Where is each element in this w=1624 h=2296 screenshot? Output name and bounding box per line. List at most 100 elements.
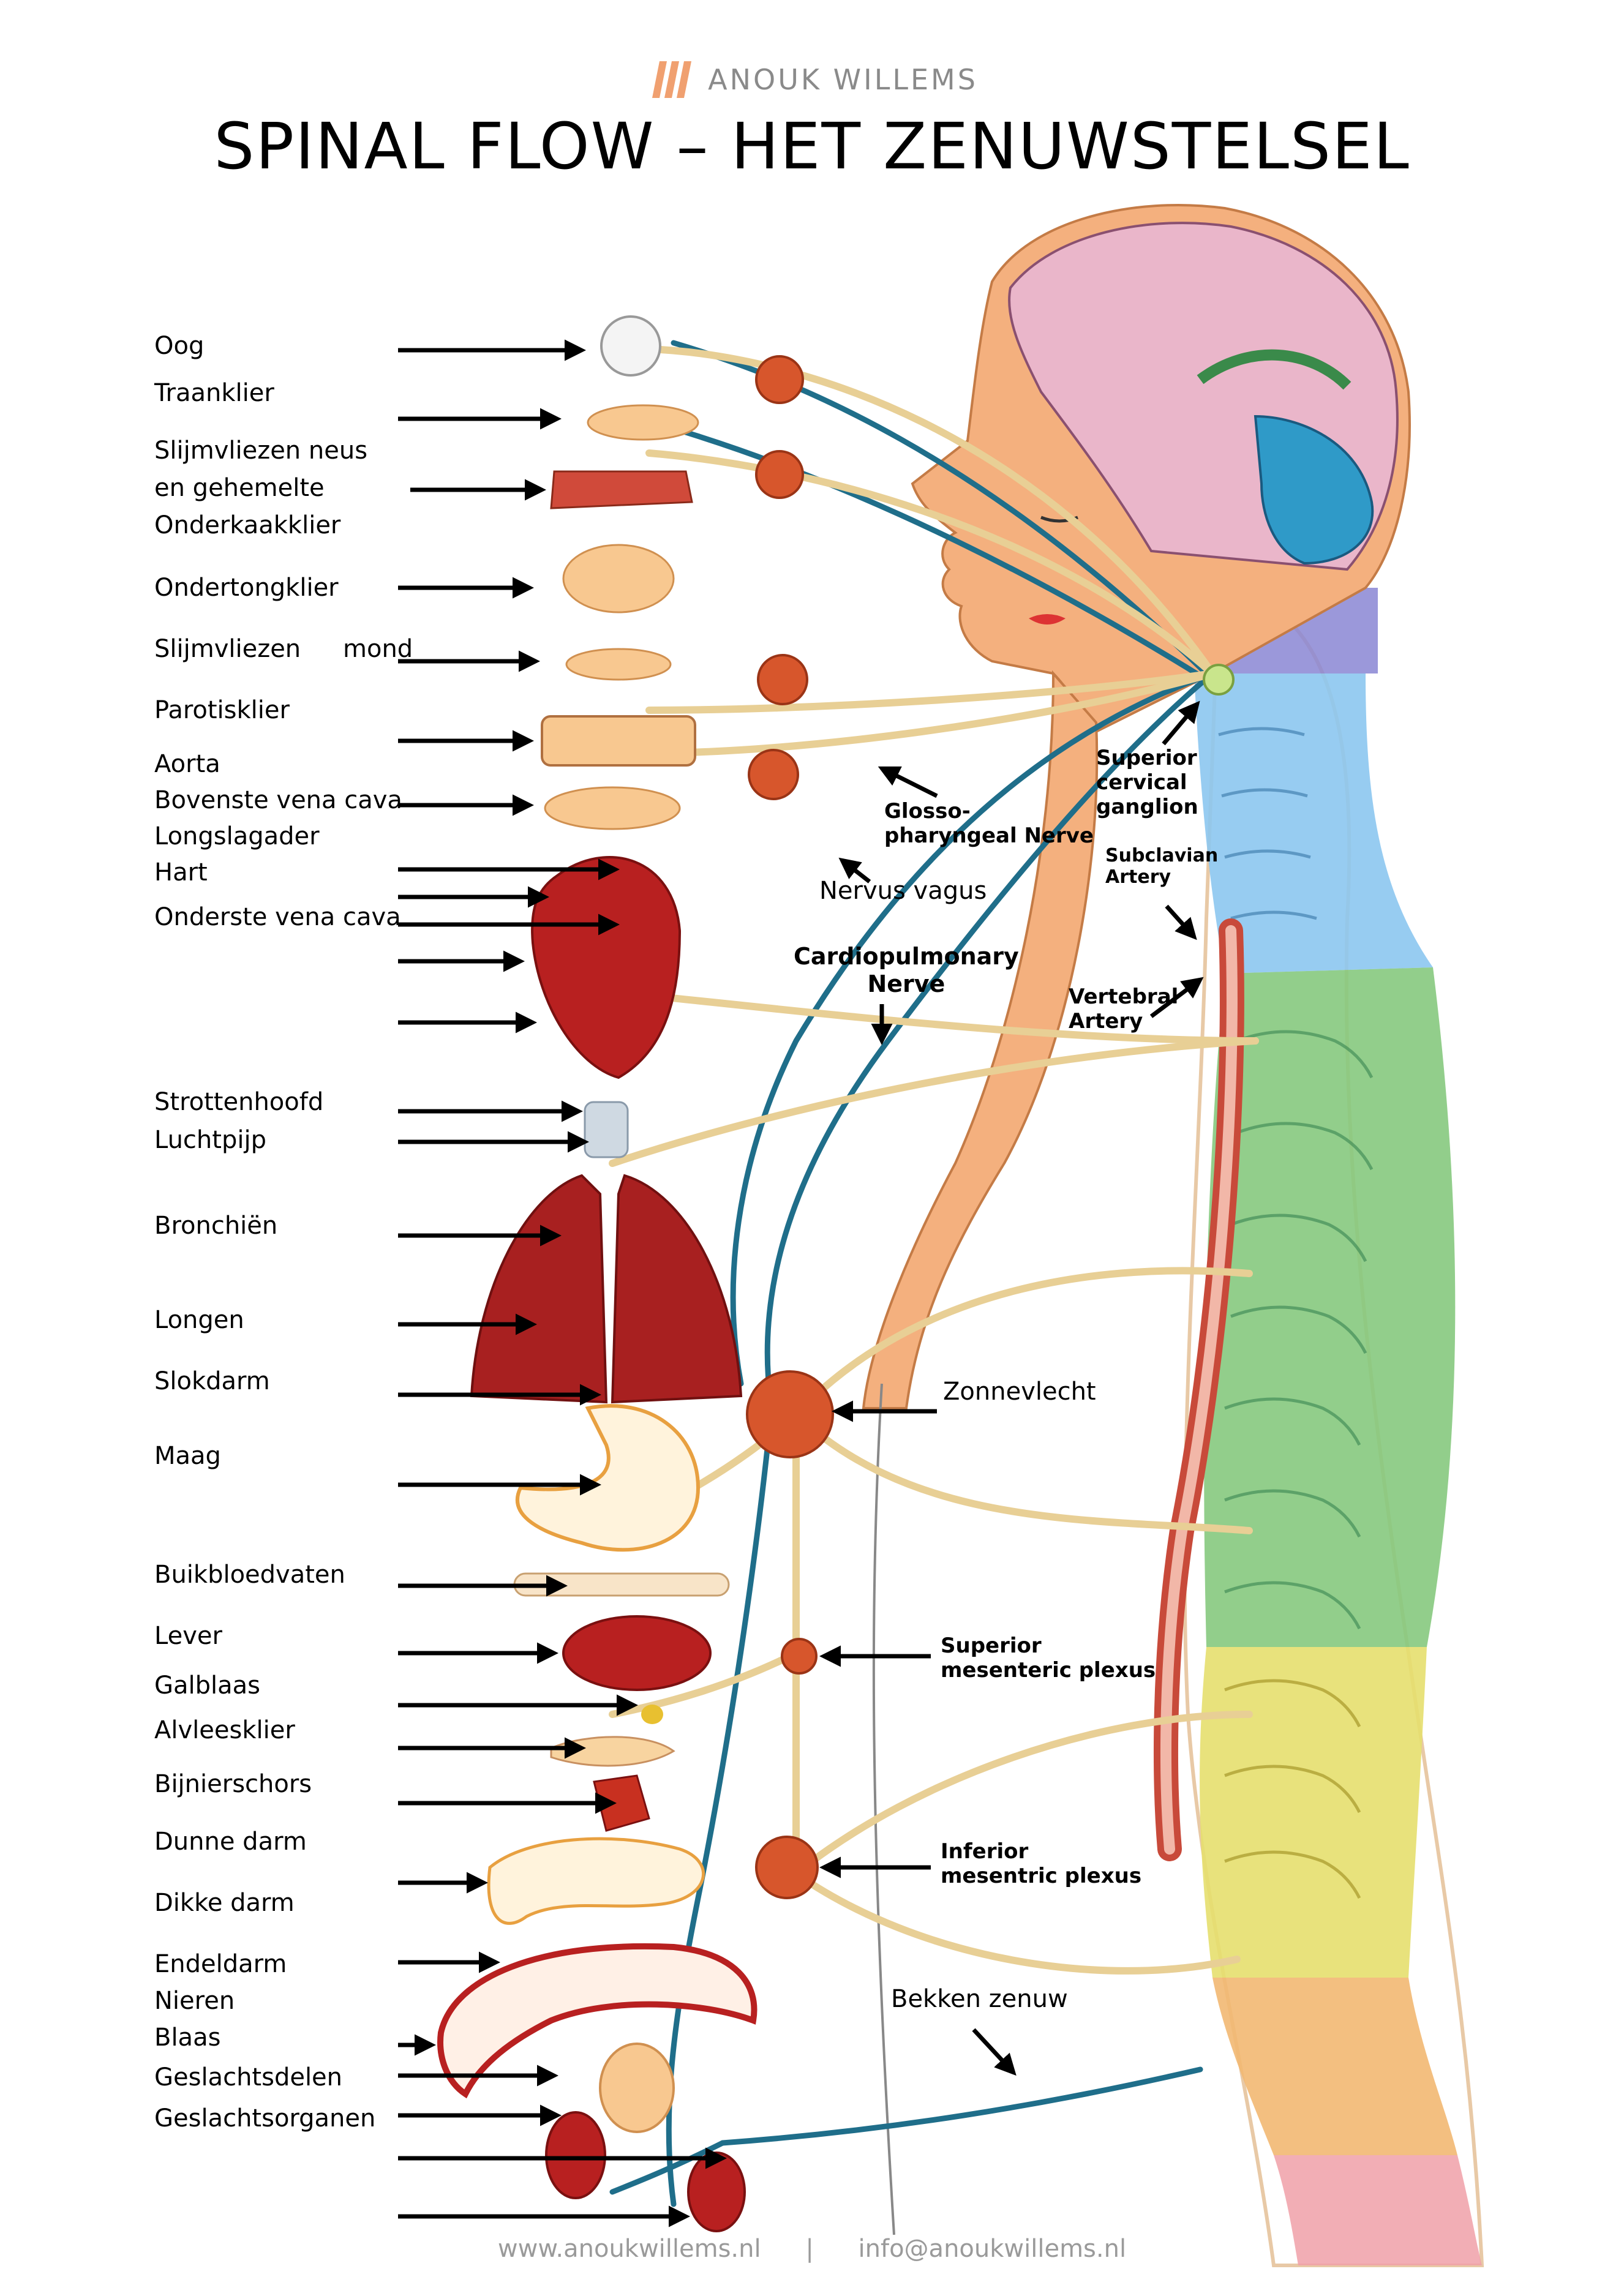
label-aorta: Aorta xyxy=(154,750,220,778)
parotid-gland-organ xyxy=(541,715,696,767)
annotation-line: pharyngeal Nerve xyxy=(884,823,1094,849)
organs xyxy=(437,315,757,2232)
lacrimal-gland-organ xyxy=(587,404,699,441)
nasal-mucosa-organ xyxy=(550,470,693,509)
ganglion-ciliary xyxy=(755,355,804,404)
annotation-line: Subclavian xyxy=(1105,845,1219,866)
annotation-line: Artery xyxy=(1105,866,1171,888)
annotation-bekken-zenuw: Bekken zenuw xyxy=(891,1985,1068,2013)
annotation-line: Superior xyxy=(941,1634,1042,1658)
liver-organ xyxy=(562,1615,712,1691)
annotation-cardiopulmonary-nerve: Cardiopulmonary Nerve xyxy=(794,943,1019,998)
annotation-zonnevlecht: Zonnevlecht xyxy=(943,1378,1096,1406)
stomach-organ xyxy=(516,1404,701,1552)
footer-website-link[interactable]: www.anoukwillems.nl xyxy=(497,2235,761,2263)
label-bovenste-vena-cava: Bovenste vena cava xyxy=(154,786,402,814)
label-blaas: Blaas xyxy=(154,2024,221,2052)
annotation-line: ganglion xyxy=(1096,795,1198,820)
label-luchtpijp: Luchtpijp xyxy=(154,1126,266,1154)
label-galblaas: Galblaas xyxy=(154,1671,260,1700)
label-bijnierschors: Bijnierschors xyxy=(154,1770,312,1798)
pancreas-organ xyxy=(550,1736,675,1767)
reproductive-organ-left xyxy=(545,2111,606,2199)
annotation-superior-mesenteric-plexus: Superior mesenteric plexus xyxy=(941,1634,1156,1683)
annotation-line: Cardiopulmonary xyxy=(794,943,1019,970)
spine-lumbar xyxy=(1200,1647,1427,1978)
label-dikke-darm: Dikke darm xyxy=(154,1889,295,1917)
label-geslachtsdelen: Geslachtsdelen xyxy=(154,2063,343,2092)
label-onderkaakklier: Onderkaakklier xyxy=(154,511,341,539)
footer: www.anoukwillems.nl | info@anoukwillems.… xyxy=(0,2235,1624,2263)
label-bronchien: Bronchiën xyxy=(154,1212,278,1240)
label-mond: mond xyxy=(343,635,413,663)
cerebellum xyxy=(1254,415,1374,565)
bladder-organ xyxy=(599,2043,675,2133)
ganglion-inferior-mesenteric xyxy=(755,1836,819,1899)
label-slokdarm: Slokdarm xyxy=(154,1367,270,1395)
eye-organ xyxy=(600,315,661,377)
left-lung-organ xyxy=(470,1174,608,1404)
head xyxy=(911,204,1411,737)
label-buikbloedvaten: Buikbloedvaten xyxy=(154,1561,345,1589)
ganglia xyxy=(746,355,1235,1899)
adrenal-organ xyxy=(593,1774,650,1832)
footer-email-link[interactable]: info@anoukwillems.nl xyxy=(858,2235,1127,2263)
brand-logo-icon xyxy=(652,61,692,98)
label-onderste-vena-cava: Onderste vena cava xyxy=(154,903,401,931)
label-maag: Maag xyxy=(154,1442,221,1470)
label-parotisklier: Parotisklier xyxy=(154,696,290,724)
right-lung-organ xyxy=(611,1174,743,1404)
larynx-organ xyxy=(584,1101,629,1158)
sublingual-gland-organ xyxy=(562,544,675,613)
gallbladder-organ xyxy=(641,1705,663,1724)
aorta-organ xyxy=(544,786,681,830)
label-dunne-darm: Dunne darm xyxy=(154,1828,307,1856)
small-intestine-organ xyxy=(487,1837,705,1925)
annotation-inferior-mesentric-plexus: Inferior mesentric plexus xyxy=(941,1839,1141,1888)
annotation-pointer-arrows xyxy=(819,700,1204,2076)
label-hart: Hart xyxy=(154,858,208,887)
spine-cervical xyxy=(1194,673,1433,974)
annotation-line: Glosso- xyxy=(884,799,971,823)
annotation-subclavian-artery: Subclavian Artery xyxy=(1105,845,1218,888)
label-endeldarm: Endeldarm xyxy=(154,1950,287,1978)
label-longen: Longen xyxy=(154,1306,244,1334)
neck-torso-skin xyxy=(862,670,1099,1409)
ganglion-otic xyxy=(748,749,799,800)
label-strottenhoofd: Strottenhoofd xyxy=(154,1088,324,1116)
label-oog: Oog xyxy=(154,332,205,360)
organ-pointer-arrows xyxy=(398,339,727,2227)
label-en-gehemelte: en gehemelte xyxy=(154,474,325,502)
annotation-line: mesenteric plexus xyxy=(941,1658,1156,1683)
label-lever: Lever xyxy=(154,1622,222,1650)
label-ondertongklier: Ondertongklier xyxy=(154,574,339,602)
large-intestine-organ xyxy=(437,1943,757,2099)
label-alvleesklier: Alvleesklier xyxy=(154,1716,295,1744)
ganglion-pterygopalatine xyxy=(755,450,804,499)
annotation-line: Nerve xyxy=(867,970,945,997)
annotation-line: cervical xyxy=(1096,770,1187,795)
ganglion-submandibular xyxy=(757,654,808,705)
annotation-glossopharyngeal-nerve: Glosso- pharyngeal Nerve xyxy=(884,799,1094,848)
reproductive-organ-right xyxy=(687,2152,746,2232)
brand: ANOUK WILLEMS xyxy=(0,61,1624,104)
ganglion-celiac xyxy=(746,1370,834,1458)
annotation-superior-cervical-ganglion: Superior cervical ganglion xyxy=(1096,746,1198,819)
annotation-vertebral-artery: Vertebral Artery xyxy=(1069,985,1178,1034)
annotation-line: Inferior xyxy=(941,1839,1029,1864)
ganglion-superior-cervical xyxy=(1203,664,1235,696)
footer-separator: | xyxy=(805,2235,814,2263)
brand-name: ANOUK WILLEMS xyxy=(708,63,978,96)
lips xyxy=(1029,614,1066,625)
spine-coccyx xyxy=(1274,2155,1482,2265)
body-midline xyxy=(872,1383,895,2235)
label-nieren: Nieren xyxy=(154,1987,235,2015)
page-title: SPINAL FLOW – HET ZENUWSTELSEL xyxy=(214,109,1410,184)
heart-organ xyxy=(531,856,682,1079)
label-longslagader: Longslagader xyxy=(154,822,320,850)
spine-sacral xyxy=(1212,1978,1457,2155)
label-traanklier: Traanklier xyxy=(154,379,274,407)
spine-thoracic xyxy=(1204,967,1456,1647)
corpus-callosum xyxy=(1197,349,1351,390)
